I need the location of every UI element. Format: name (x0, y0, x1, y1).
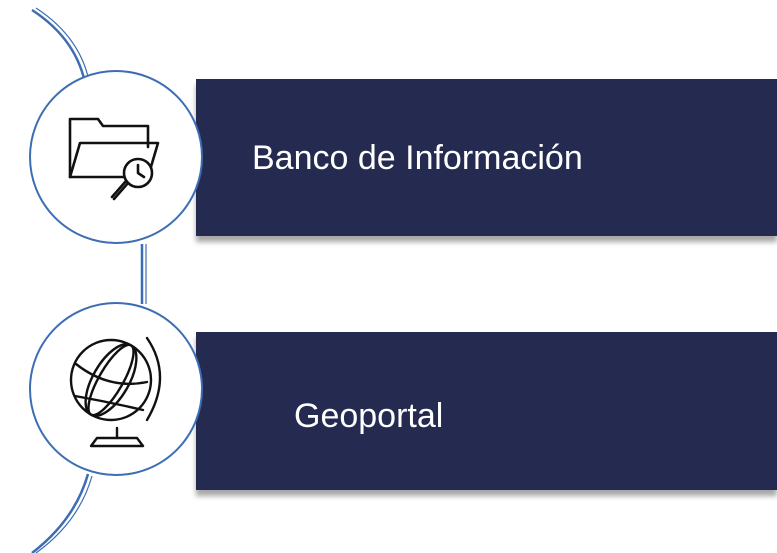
globe-icon (69, 336, 162, 448)
menu-item-band[interactable] (196, 79, 777, 236)
menu-item-label[interactable]: Geoportal (294, 397, 444, 435)
menu-item-band[interactable] (196, 332, 777, 490)
icon-circle[interactable] (29, 70, 203, 244)
menu-item-geoportal[interactable]: Geoportal (0, 302, 777, 502)
menu-item-banco-de-informacion[interactable]: Banco de Información (0, 70, 777, 250)
icon-circle[interactable] (29, 302, 203, 476)
menu-item-label[interactable]: Banco de Información (252, 139, 583, 177)
folder-search-icon (68, 117, 160, 201)
